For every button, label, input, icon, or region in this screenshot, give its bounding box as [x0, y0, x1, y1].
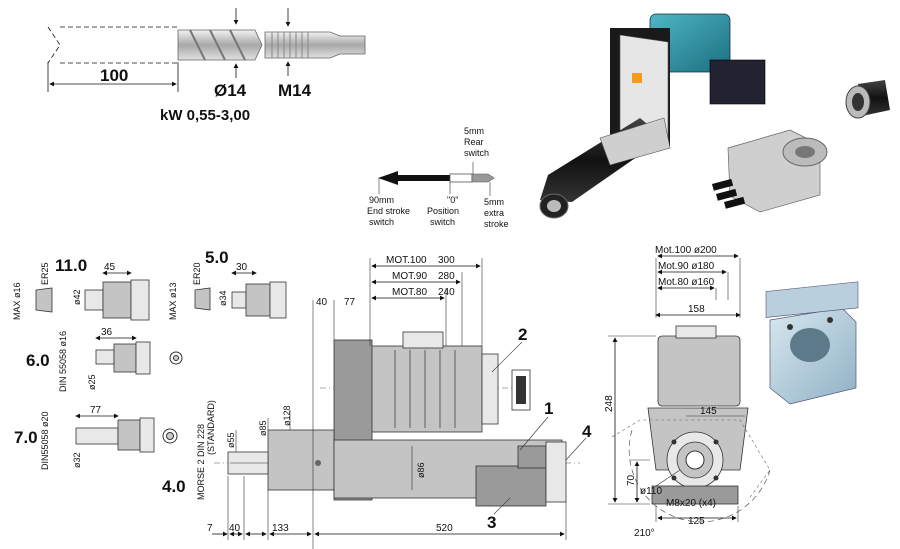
- dim-520: 520: [436, 523, 453, 534]
- option-4-std: (STANDARD): [206, 400, 216, 455]
- rear-stop: [475, 465, 547, 507]
- clamp-block-photo: [765, 281, 859, 405]
- callout-4: 4: [582, 422, 592, 441]
- tap: [264, 31, 366, 59]
- quill-front: [267, 429, 335, 491]
- rear-label-1: 5mm: [464, 126, 484, 136]
- pos-label-1: "0": [447, 195, 458, 205]
- drill-bit: [177, 29, 263, 61]
- option-5-len: 30: [236, 262, 248, 273]
- dim-133: 133: [272, 523, 289, 534]
- dim-7: 7: [207, 523, 213, 534]
- end-label-1: 90mm: [369, 195, 394, 205]
- side-bracket: [511, 369, 531, 411]
- option-6-len: 36: [101, 327, 113, 338]
- option-5-collet: ER20: [192, 262, 202, 285]
- front-mot80: Mot.80 ø160: [658, 277, 715, 288]
- option-7-dia: ø32: [72, 452, 82, 468]
- option-5: 5.0 MAX ø13 ER20 ø34 30: [168, 248, 287, 320]
- drilling-unit-photo: [539, 13, 766, 219]
- pos-label-3: switch: [430, 217, 455, 227]
- mot80-val: 240: [438, 287, 455, 298]
- front-145: 145: [700, 406, 717, 417]
- option-11: 11.0 MAX ø16 ER25 ø42 45: [12, 256, 150, 321]
- end-label-2: End stroke: [367, 206, 410, 216]
- extra-label-1: 5mm: [484, 197, 504, 207]
- option-5-number: 5.0: [205, 248, 229, 267]
- end-label-3: switch: [369, 217, 394, 227]
- mot100-label: MOT.100: [386, 255, 427, 266]
- drill-tap-sketch: 100 Ø14 M14 kW 0,55-3,00: [47, 8, 366, 124]
- option-11-number: 11.0: [55, 256, 87, 275]
- callout-3: 3: [487, 513, 496, 532]
- option-11-collet: ER25: [40, 262, 50, 285]
- option-6: 6.0 DIN 55058 ø16 ø25 36: [26, 327, 183, 392]
- drill-dia-label: Ø14: [214, 81, 247, 100]
- option-11-dia: ø42: [72, 289, 82, 305]
- power-label: kW 0,55-3,00: [160, 107, 250, 124]
- front-125: 125: [688, 516, 705, 527]
- dia-128: ø128: [282, 405, 292, 426]
- extra-label-3: stroke: [484, 219, 509, 229]
- pos-label-2: Position: [427, 206, 459, 216]
- front-70: 70: [626, 474, 637, 486]
- terminal-box: [402, 331, 444, 349]
- option-6-din: DIN 55058 ø16: [58, 331, 68, 392]
- warning-label-icon: [632, 73, 642, 83]
- extra-label-2: extra: [484, 208, 504, 218]
- mot100-val: 300: [438, 255, 455, 266]
- front-mot100: Mot.100 ø200: [655, 245, 717, 256]
- dia-86: ø86: [416, 462, 426, 478]
- front-mot90: Mot.90 ø180: [658, 261, 715, 272]
- dim-77-top: 77: [344, 297, 356, 308]
- option-4-number: 4.0: [162, 477, 186, 496]
- motor-body: [369, 345, 483, 433]
- dia-85: ø85: [258, 420, 268, 436]
- option-7-din: DIN55058 ø20: [40, 411, 50, 470]
- dim-40-bottom: 40: [229, 523, 241, 534]
- dim-40-top: 40: [316, 297, 328, 308]
- front-110: ø110: [640, 486, 662, 497]
- depth-label: 100: [100, 66, 128, 85]
- front-thread: M8x20 (x4): [666, 498, 716, 509]
- option-6-number: 6.0: [26, 351, 50, 370]
- option-5-dia: ø34: [218, 290, 228, 306]
- rear-label-2: Rear: [464, 137, 484, 147]
- mot90-val: 280: [438, 271, 455, 282]
- multi-spindle-head-photo: [711, 129, 828, 213]
- front-210: 210°: [634, 528, 655, 539]
- rear-label-3: switch: [464, 148, 489, 158]
- front-248: 248: [604, 395, 615, 412]
- dia-55: ø55: [226, 432, 236, 448]
- mot80-label: MOT.80: [392, 287, 427, 298]
- tool-holder-photo: [845, 80, 890, 119]
- option-7-len: 77: [90, 405, 102, 416]
- callout-2: 2: [518, 325, 527, 344]
- main-side-view: MOT.100 300 MOT.90 280 MOT.80 240 40 77 …: [207, 255, 592, 549]
- option-4-morse: MORSE 2 DIN 228: [196, 424, 206, 500]
- option-7-number: 7.0: [14, 428, 38, 447]
- option-11-max: MAX ø16: [12, 282, 22, 320]
- tap-label: M14: [278, 81, 312, 100]
- option-7: 7.0 DIN55058 ø20 ø32 77: [14, 405, 178, 470]
- mot90-label: MOT.90: [392, 271, 427, 282]
- option-4: 4.0 MORSE 2 DIN 228 (STANDARD): [162, 400, 216, 500]
- stroke-diagram: 5mm Rear switch 90mm End stroke switch "…: [367, 126, 509, 229]
- option-11-len: 45: [104, 262, 116, 273]
- front-view: Mot.100 ø200 Mot.90 ø180 Mot.80 ø160 158…: [604, 245, 771, 539]
- option-5-max: MAX ø13: [168, 282, 178, 320]
- option-6-dia: ø25: [87, 374, 97, 390]
- callout-1: 1: [544, 399, 553, 418]
- front-158: 158: [688, 304, 705, 315]
